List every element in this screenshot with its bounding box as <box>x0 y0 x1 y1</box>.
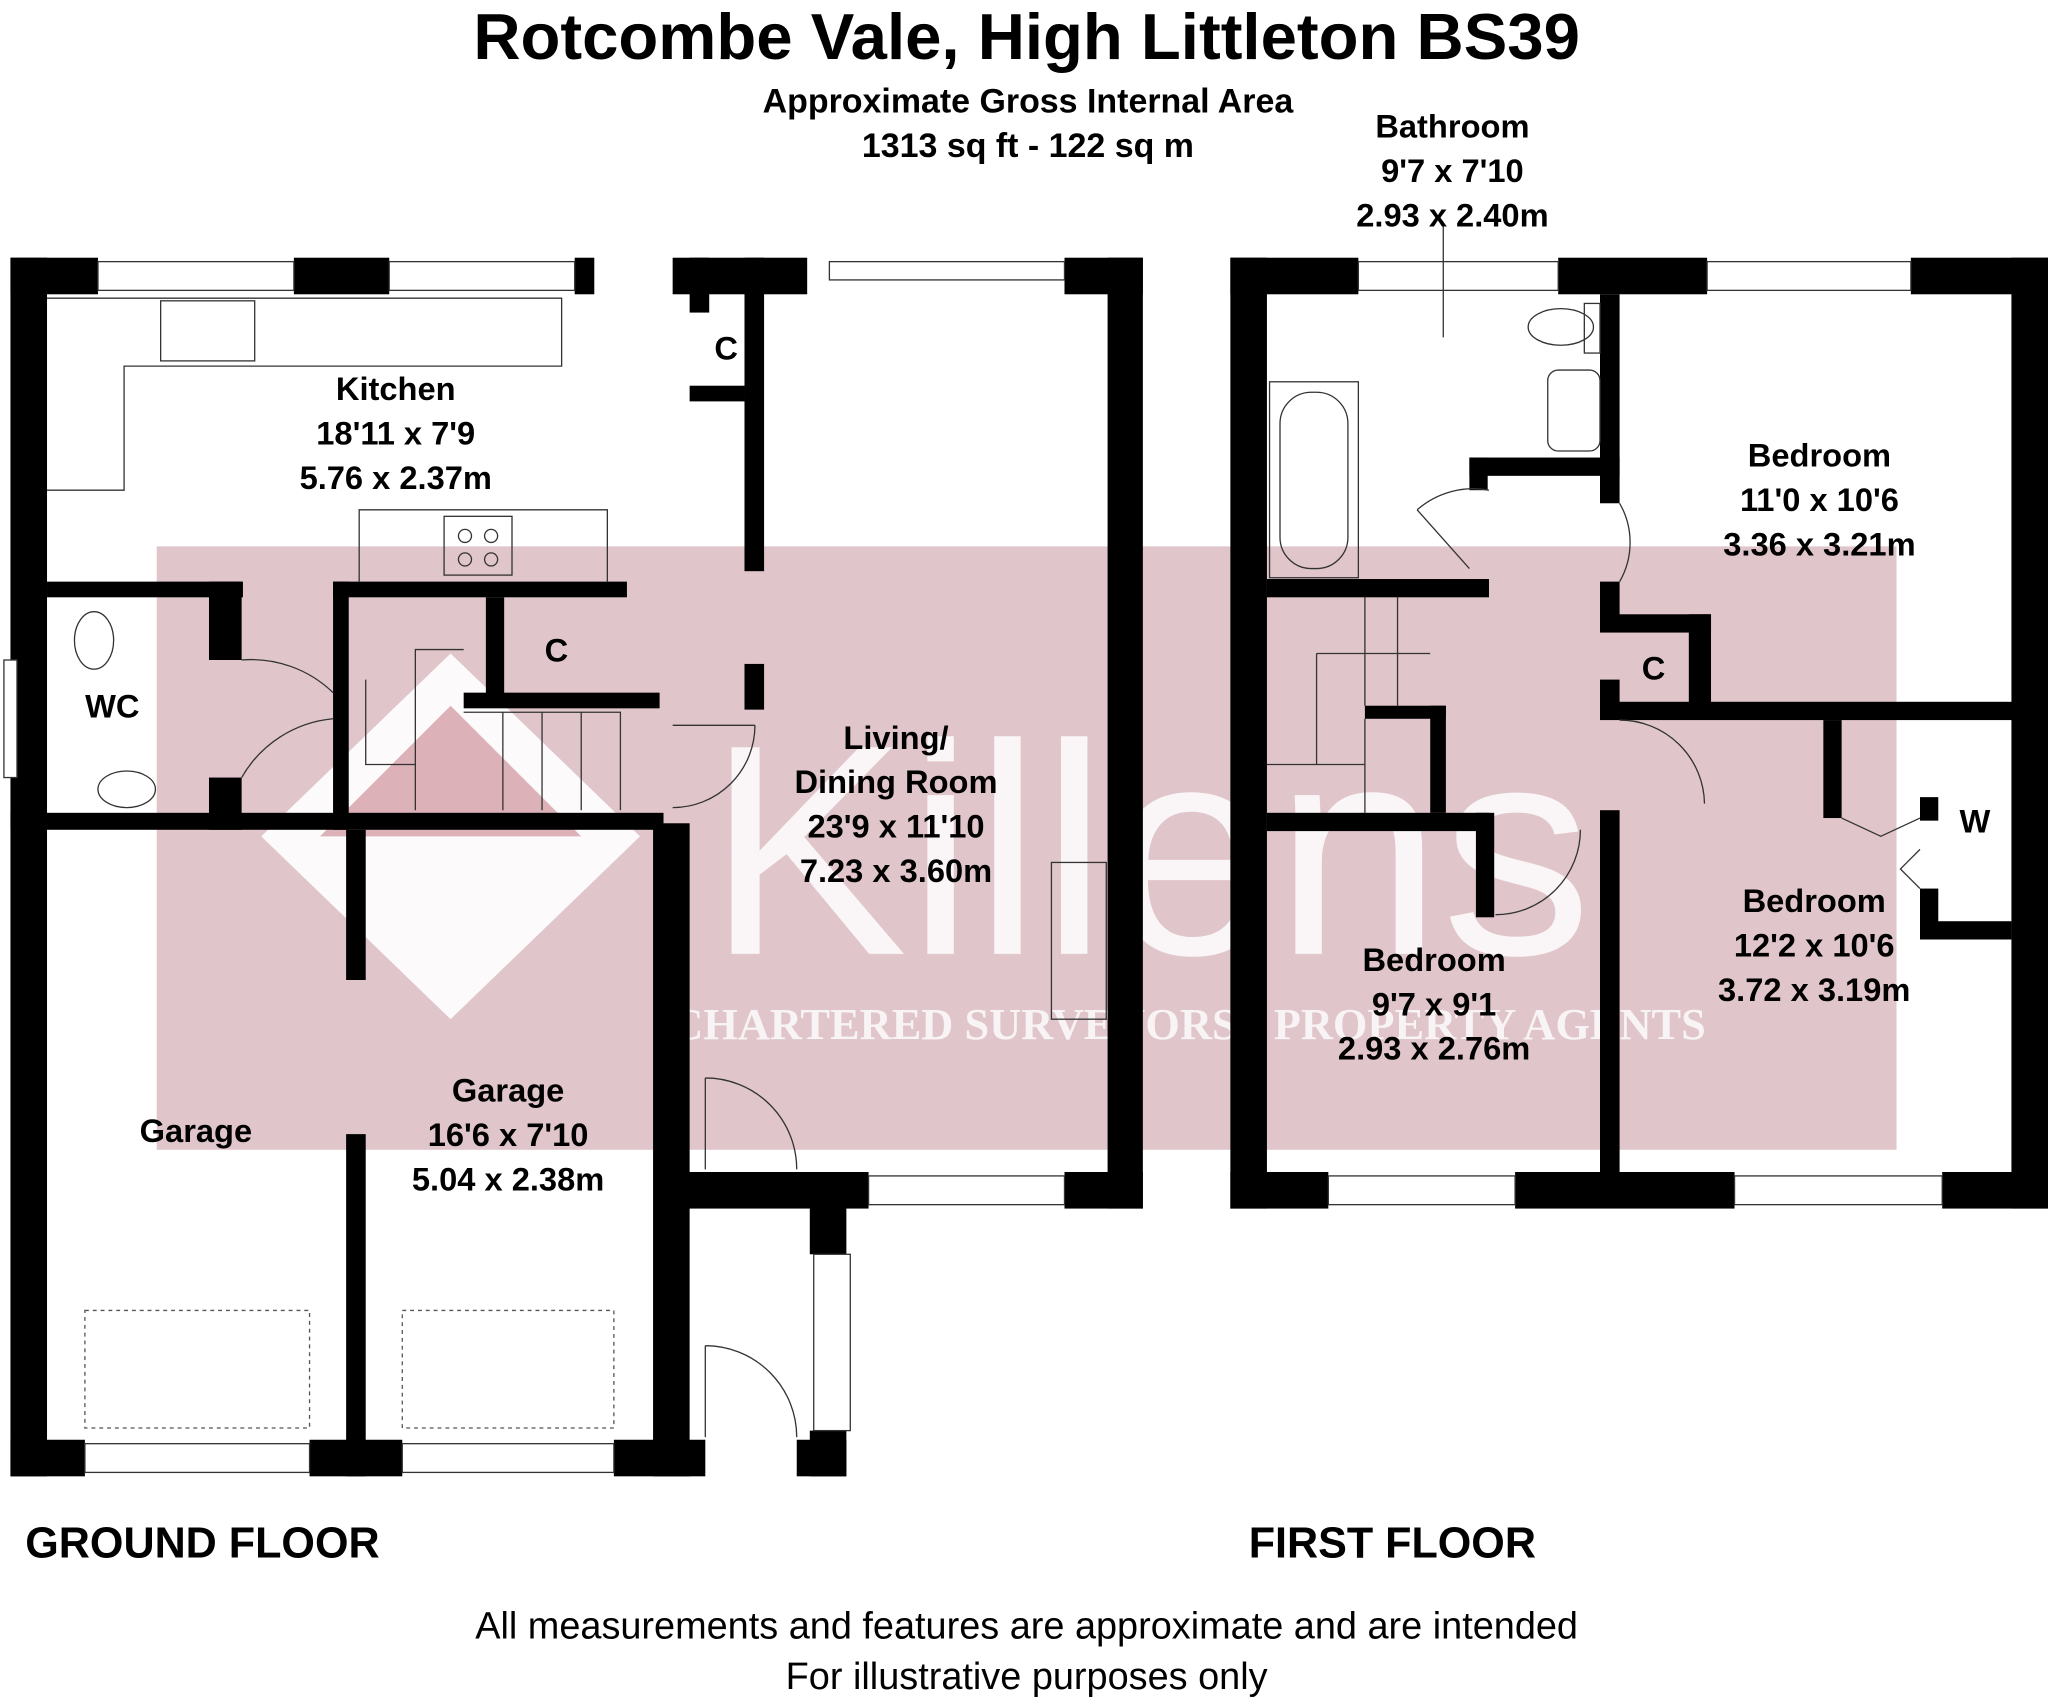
page-title: Rotcombe Vale, High Littleton BS39 <box>473 0 1580 73</box>
room-size-imperial: 9'7 x 7'10 <box>1381 152 1524 189</box>
watermark-logo-triangle <box>320 705 582 837</box>
room-size-metric: 5.76 x 2.37m <box>300 459 492 496</box>
toilet-icon <box>73 611 115 670</box>
door-swing <box>1619 502 1631 582</box>
door-swing <box>1416 488 1490 570</box>
watermark: Killens CHARTERED SURVEYORS · PROPERTY A… <box>156 546 1897 1150</box>
fireplace <box>1050 861 1107 1020</box>
room-label-cupboard: C <box>714 330 738 367</box>
floor-label-ground: GROUND FLOOR <box>25 1519 379 1567</box>
room-label-bedroom: Bedroom <box>1743 882 1886 919</box>
ground-floor-fixtures <box>47 297 1107 1438</box>
room-label-living: Living/ <box>843 719 948 756</box>
room-label-garage: Garage <box>140 1112 253 1149</box>
room-size-metric: 2.93 x 2.76m <box>1338 1030 1530 1067</box>
room-label-wardrobe: W <box>1959 802 1990 839</box>
first-floor-walls <box>1230 257 2048 1209</box>
door-swing <box>704 1077 798 1170</box>
basin-icon <box>97 770 157 809</box>
garage-door-outline <box>84 1309 311 1429</box>
door-swing <box>672 724 756 809</box>
room-label-bathroom: Bathroom <box>1375 108 1529 145</box>
room-label-living-2: Dining Room <box>794 763 997 800</box>
stairs <box>1266 597 1431 813</box>
room-label-cupboard: C <box>545 631 569 668</box>
ground-floor-walls <box>10 257 1143 1477</box>
room-size-metric: 3.72 x 3.19m <box>1718 971 1910 1008</box>
room-size-imperial: 16'6 x 7'10 <box>428 1116 589 1153</box>
bath-icon <box>1268 381 1360 579</box>
basin-icon <box>1547 369 1601 452</box>
room-size-metric: 7.23 x 3.60m <box>800 852 992 889</box>
disclaimer-line-2: For illustrative purposes only <box>786 1656 1268 1698</box>
room-label-bedroom: Bedroom <box>1748 437 1891 474</box>
toilet-icon <box>1527 308 1595 346</box>
door-swing <box>241 658 334 778</box>
stair-treads <box>414 711 622 811</box>
room-size-imperial: 23'9 x 11'10 <box>807 808 984 845</box>
area-value: 1313 sq ft - 122 sq m <box>862 127 1194 165</box>
front-door-swing <box>704 1345 798 1438</box>
kitchen-island <box>358 509 608 582</box>
room-size-imperial: 12'2 x 10'6 <box>1734 926 1895 963</box>
floor-label-first: FIRST FLOOR <box>1249 1519 1536 1567</box>
door-swing <box>1495 829 1582 916</box>
room-label-wc: WC <box>85 687 139 724</box>
room-size-metric: 2.93 x 2.40m <box>1356 196 1548 233</box>
room-size-imperial: 9'7 x 9'1 <box>1372 985 1496 1022</box>
first-floor-windows <box>1327 260 1943 1206</box>
wardrobe-doors <box>1841 817 1921 890</box>
garage-door-outline <box>401 1309 615 1429</box>
ground-floor-windows <box>3 260 1066 1474</box>
room-label-cupboard: C <box>1642 650 1666 687</box>
room-size-imperial: 11'0 x 10'6 <box>1740 481 1899 518</box>
hob-icon <box>443 515 513 576</box>
area-label: Approximate Gross Internal Area <box>763 83 1295 121</box>
first-floor-fixtures <box>1266 222 1921 916</box>
disclaimer-line-1: All measurements and features are approx… <box>475 1605 1578 1647</box>
watermark-tagline: CHARTERED SURVEYORS · PROPERTY AGENTS <box>671 999 1706 1049</box>
room-label-kitchen: Kitchen <box>336 370 456 407</box>
sink-icon <box>160 300 256 362</box>
room-label-bedroom: Bedroom <box>1362 941 1505 978</box>
kitchen-worktop <box>47 297 563 491</box>
room-size-imperial: 18'11 x 7'9 <box>316 414 475 451</box>
room-label-garage: Garage <box>452 1071 565 1108</box>
room-size-metric: 5.04 x 2.38m <box>412 1160 604 1197</box>
room-size-metric: 3.36 x 3.21m <box>1723 526 1915 563</box>
door-swing <box>1619 719 1706 804</box>
